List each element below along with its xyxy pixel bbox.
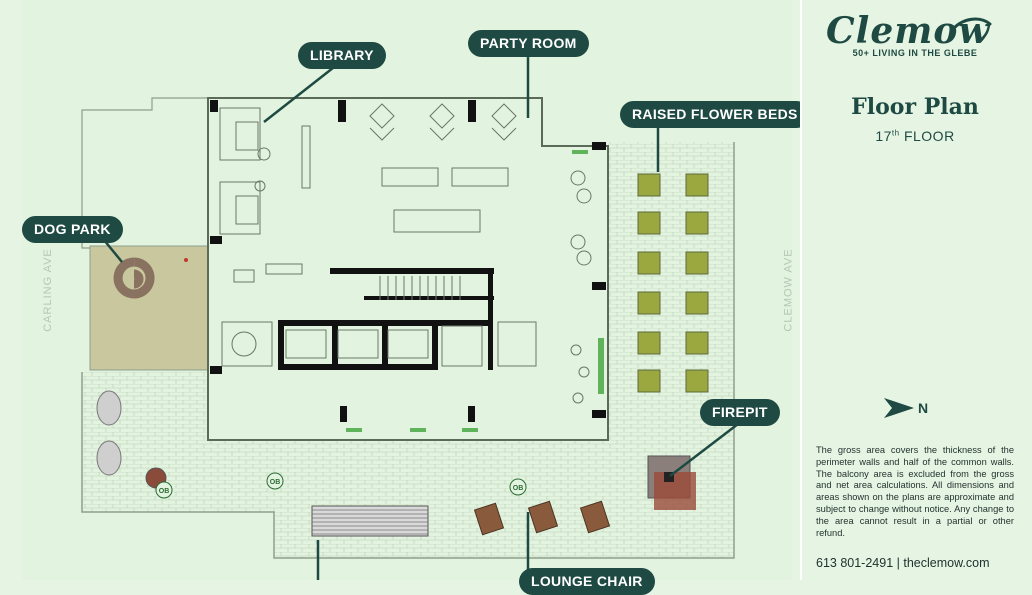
floor-word: FLOOR (903, 128, 955, 144)
floor-plan-drawing: OB OB OB (81, 52, 739, 580)
floor-plan-area: OB OB OB LIBRARY PARTY ROOM RAISED FLOWE… (22, 0, 810, 595)
street-label-east: CLEMOW AVE (782, 248, 795, 332)
raised-flower-beds (637, 173, 709, 393)
callout-lounge-chair: LOUNGE CHAIR (519, 568, 655, 595)
floor-number: 17 (875, 128, 892, 144)
terrace-paving (82, 142, 734, 558)
long-bench (311, 505, 429, 537)
brand-tagline: 50+ LIVING IN THE GLEBE (852, 48, 978, 58)
ob-marker: OB (159, 488, 170, 495)
logo-swash (952, 17, 992, 30)
north-arrow-icon (884, 398, 914, 418)
info-sidebar: Clemow 50+ LIVING IN THE GLEBE Floor Pla… (800, 0, 1032, 580)
brand-logo: Clemow (826, 10, 991, 52)
street-label-west: CARLING AVE (41, 248, 54, 332)
contact-info: 613 801-2491 | theclemow.com (816, 556, 990, 570)
floor-plan-title: Floor Plan (851, 94, 979, 120)
callout-library: LIBRARY (298, 42, 386, 69)
callout-leaders (103, 52, 739, 580)
lounge-chairs (473, 500, 611, 536)
north-indicator: N (884, 398, 928, 423)
area-disclaimer: The gross area covers the thickness of t… (816, 445, 1014, 538)
contact-phone: 613 801-2491 (816, 556, 894, 570)
ob-marker: OB (513, 485, 524, 492)
contact-separator: | (896, 556, 900, 570)
contact-website[interactable]: theclemow.com (903, 556, 990, 570)
floor-level: 17th FLOOR (802, 128, 1028, 144)
dog-park-area (89, 245, 213, 371)
north-label: N (918, 400, 929, 416)
callout-dog-park: DOG PARK (22, 216, 123, 243)
callout-party-room: PARTY ROOM (468, 30, 589, 57)
ob-marker: OB (270, 479, 281, 486)
dog-park-c-logo (113, 257, 155, 299)
callout-raised-flower-beds: RAISED FLOWER BEDS (620, 101, 810, 128)
callout-firepit: FIREPIT (700, 399, 780, 426)
floor-suffix: th (891, 128, 900, 138)
